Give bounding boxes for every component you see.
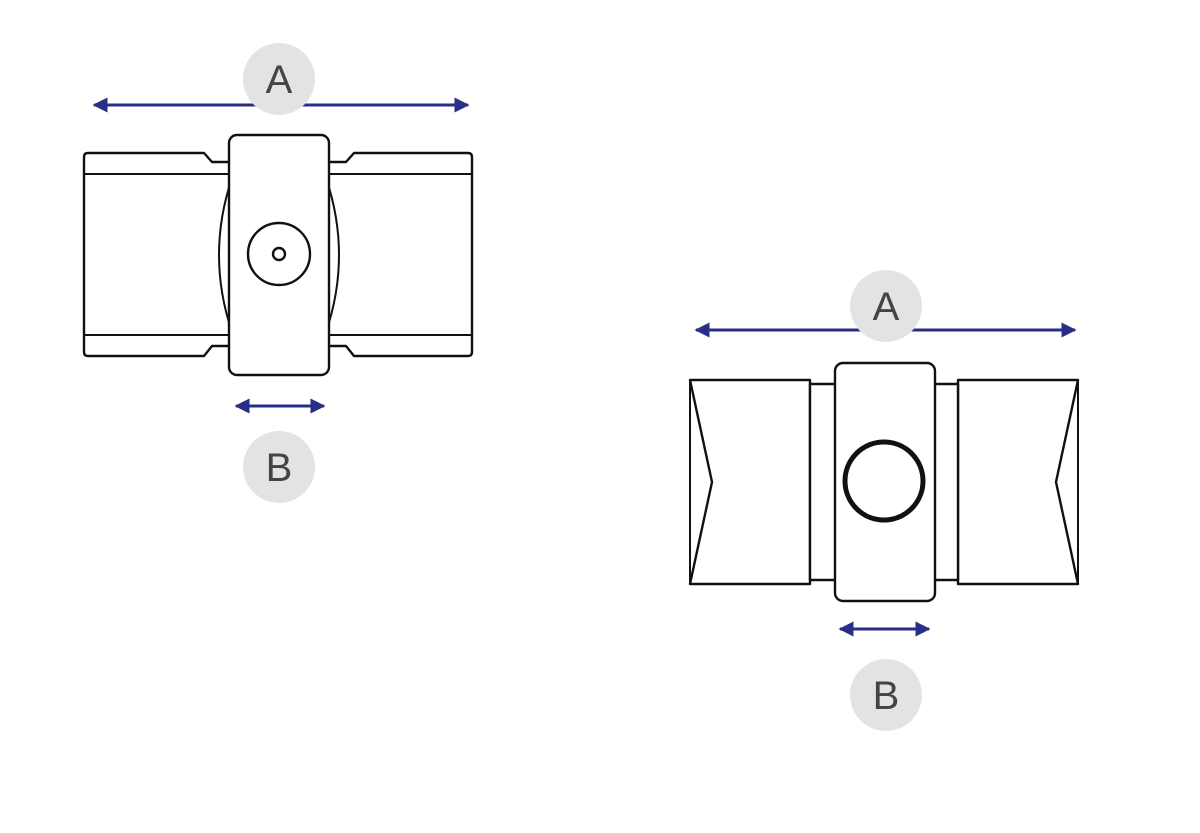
right-dimension-b-badge: B	[850, 659, 922, 731]
left-fitting-right-tube	[324, 151, 474, 358]
left-dimension-b-label: B	[266, 446, 293, 490]
right-dimension-b-label: B	[873, 674, 900, 718]
right-fitting-right-tube	[956, 378, 1080, 586]
right-fitting-hole	[842, 439, 926, 523]
left-dimension-a-label: A	[266, 58, 293, 102]
left-dimension-a-badge: A	[243, 43, 315, 115]
right-fitting-left-neck	[808, 382, 838, 582]
right-dimension-a-label: A	[873, 285, 900, 329]
left-fitting: A B	[82, 43, 474, 503]
left-dimension-b-badge: B	[243, 431, 315, 503]
right-fitting-right-neck	[932, 382, 960, 582]
right-dimension-a-badge: A	[850, 270, 922, 342]
right-fitting-left-tube	[688, 378, 812, 586]
left-fitting-left-tube	[82, 151, 234, 358]
right-fitting: A B	[688, 270, 1080, 731]
